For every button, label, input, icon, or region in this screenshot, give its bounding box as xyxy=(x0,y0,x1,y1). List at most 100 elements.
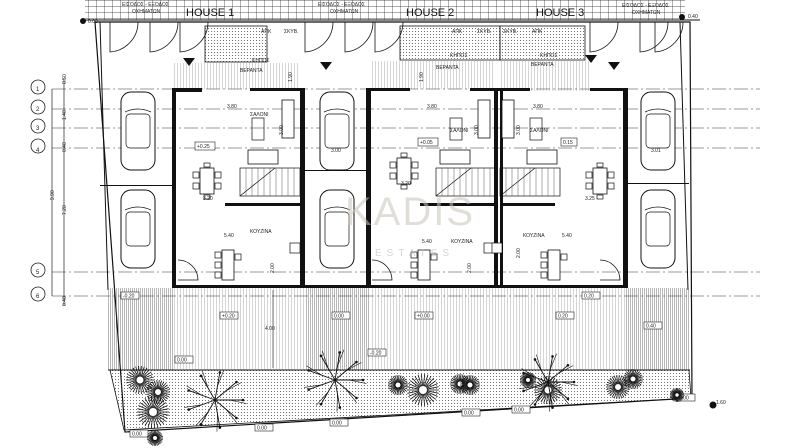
watermark-sub: ESTATES xyxy=(375,248,454,259)
tree-icon xyxy=(304,349,367,412)
car-roof xyxy=(125,211,151,247)
branch-tip xyxy=(241,398,245,402)
car-roof xyxy=(324,113,350,149)
garden-level-value: 0.00 xyxy=(257,426,267,432)
branch-tip xyxy=(355,360,358,364)
door-swing-icon xyxy=(149,21,179,53)
kitchen-label: ΚΟΥΖΙΝΑ xyxy=(250,229,272,235)
wall xyxy=(420,203,495,206)
dining-table-icon xyxy=(389,152,419,190)
level-tag xyxy=(254,423,274,432)
dim-9-90: 9.90 xyxy=(50,190,56,200)
dining-width: 3.25 xyxy=(585,196,595,202)
car-windshield xyxy=(323,206,351,211)
wall xyxy=(225,203,300,206)
yard-parking-left xyxy=(108,288,174,370)
entry-arrow-icon xyxy=(585,55,597,63)
branch xyxy=(202,370,209,388)
branch xyxy=(315,391,329,406)
car-icon xyxy=(319,189,355,269)
chair xyxy=(540,271,548,279)
yard-level-value: +0.20 xyxy=(222,314,235,320)
trunk xyxy=(395,382,401,388)
wall xyxy=(623,88,628,288)
branch-tip xyxy=(319,354,323,358)
wall xyxy=(172,88,202,92)
door-swing-icon xyxy=(654,21,684,53)
garden-level-value: 0.00 xyxy=(514,408,524,414)
chair xyxy=(540,251,548,259)
entry-arrow-icon xyxy=(320,62,332,70)
staircase-icon xyxy=(499,167,561,197)
branch xyxy=(214,372,221,401)
branch xyxy=(184,404,202,408)
chair xyxy=(607,171,615,179)
branch-tip xyxy=(307,388,310,391)
branch xyxy=(549,394,551,412)
palm-tree-icon xyxy=(670,387,684,403)
tree-icon xyxy=(184,369,247,432)
kitchen-width: 5.40 xyxy=(422,239,432,245)
palm-tree-icon xyxy=(606,375,630,399)
branch xyxy=(186,385,203,396)
trunk xyxy=(419,386,427,394)
chair xyxy=(411,172,419,180)
grid-bubble-5 xyxy=(30,262,46,278)
branch-tip xyxy=(199,422,203,426)
coffee-table-icon xyxy=(529,117,543,141)
level-tag xyxy=(511,405,531,414)
wall xyxy=(300,88,305,288)
branch-tip xyxy=(566,363,570,367)
door-swing-icon xyxy=(371,259,393,281)
yard-level-value: 0.40 xyxy=(646,324,656,330)
branch xyxy=(322,350,329,368)
living-label: ΣΑΛΟΝΙ xyxy=(450,128,469,134)
car-body xyxy=(319,189,355,269)
chair xyxy=(203,162,211,168)
palm-tree-icon xyxy=(460,375,480,395)
wall xyxy=(99,21,109,291)
axis-2-label: 2 xyxy=(36,107,40,113)
branch xyxy=(557,365,574,374)
level-tag xyxy=(331,311,351,320)
branch xyxy=(334,352,341,381)
grid-bubble-4 xyxy=(30,138,46,154)
branch-tip xyxy=(187,389,190,392)
garden-label: ΚΗΠΟΣ xyxy=(252,58,270,64)
sofa-icon xyxy=(247,149,279,165)
kitchen-table-icon xyxy=(540,249,568,281)
branch xyxy=(519,386,536,390)
chair xyxy=(596,162,604,168)
coffee-table-icon xyxy=(251,117,265,141)
parking-width-right: 3.01 xyxy=(651,148,661,154)
kitchen-table-icon xyxy=(214,249,242,281)
veranda-label: ΒΕΡΑΝΤΑ xyxy=(531,62,554,68)
skyb-label: ΣΚΥΒ. xyxy=(284,29,299,35)
axis-3-label: 3 xyxy=(36,126,40,132)
wall xyxy=(625,183,689,184)
garden-level-value: 0.00 xyxy=(464,411,474,417)
wall xyxy=(366,88,371,288)
level-tag xyxy=(129,429,149,438)
trunk xyxy=(457,381,463,387)
branch xyxy=(306,365,323,376)
grid-bubble-3 xyxy=(30,118,46,134)
sofa-icon xyxy=(501,99,515,139)
door-swing-icon xyxy=(599,259,621,281)
branch xyxy=(225,408,238,424)
car-windshield xyxy=(124,206,152,211)
branch-tip xyxy=(218,426,222,429)
car-roof xyxy=(645,113,671,149)
chair xyxy=(214,271,222,279)
level-marker-icon xyxy=(80,18,86,24)
branch xyxy=(304,384,322,388)
trunk xyxy=(136,376,144,384)
wall xyxy=(500,88,503,288)
level-tag xyxy=(560,137,578,147)
level-street-right: 0.40 xyxy=(688,14,698,20)
entrance-label-2a: ΕΙΣΟΔΟΣ - ΕΞΟΔΟΣ xyxy=(318,2,365,8)
house-3-labels: ΣΚΥΒ. ΑΠΚ ΚΗΠΟΣ ΒΕΡΑΝΤΑ ΣΑΛΟΝΙ 3.80 3.25… xyxy=(503,29,595,258)
chair xyxy=(560,253,568,261)
yard-level-value: 0.00 xyxy=(177,358,187,364)
palm-tree-icon xyxy=(146,380,170,404)
